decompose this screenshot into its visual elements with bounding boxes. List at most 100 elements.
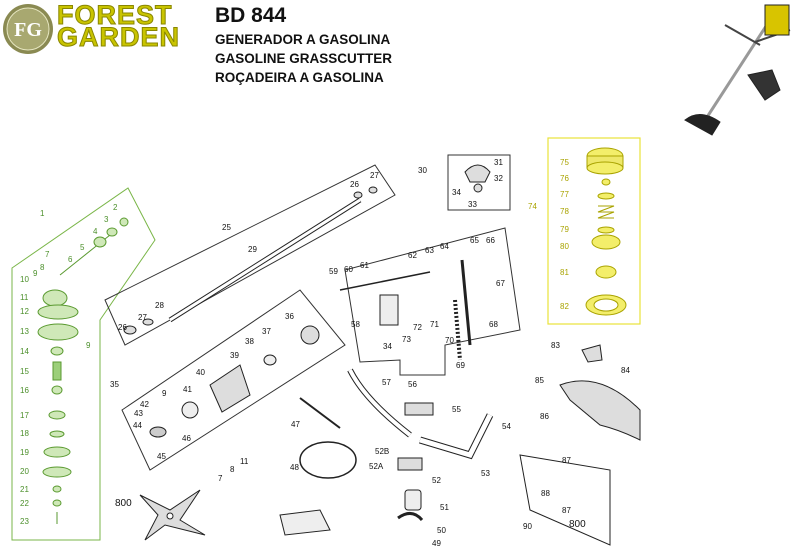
label-part-23: 23 [20,517,29,526]
label-part-34a: 34 [452,188,461,197]
label-part-67: 67 [496,279,505,288]
brand-wordmark: FOREST GARDEN [56,1,181,52]
label-part-19: 19 [20,448,29,457]
label-part-27a: 27 [370,171,379,180]
label-part-40: 40 [196,368,205,377]
label-part-50: 50 [437,526,446,535]
label-part-52: 52 [432,476,441,485]
label-part-7: 7 [45,250,50,259]
label-part-52b: 52B [375,447,389,456]
clutch-group [121,289,346,471]
label-part-10: 10 [20,275,29,284]
label-part-41: 41 [183,385,192,394]
label-part-9: 9 [33,269,38,278]
label-part-6: 6 [68,255,73,264]
label-part-33: 33 [468,200,477,209]
label-part-87a: 87 [562,456,571,465]
brand-line2: GARDEN [56,22,181,52]
label-part-8b: 8 [230,465,235,474]
label-part-14: 14 [20,347,29,356]
label-part-48: 48 [290,463,299,472]
label-part-11b: 11 [240,457,249,466]
label-part-70: 70 [445,336,454,345]
label-part-62: 62 [408,251,417,260]
label-part-1: 1 [40,209,45,218]
yellow-parts-group [547,137,641,325]
label-part-7b: 7 [218,474,223,483]
label-part-65: 65 [470,236,479,245]
label-part-83: 83 [551,341,560,350]
label-part-9c: 9 [162,389,167,398]
label-part-59: 59 [329,267,338,276]
label-part-3: 3 [104,215,109,224]
label-part-55: 55 [452,405,461,414]
label-part-80: 80 [560,242,569,251]
title-spanish: GENERADOR A GASOLINA [215,32,391,47]
label-part-20: 20 [20,467,29,476]
label-part-15: 15 [20,367,29,376]
label-part-18: 18 [20,429,29,438]
label-part-32: 32 [494,174,503,183]
label-part-22: 22 [20,499,29,508]
part-number-labels: 1 2 3 4 5 6 7 8 9 10 11 12 13 14 15 16 1… [20,158,630,548]
label-part-42: 42 [140,400,149,409]
label-part-85: 85 [535,376,544,385]
label-part-54: 54 [502,422,511,431]
label-part-88: 88 [541,489,550,498]
label-part-81: 81 [560,268,569,277]
label-part-4: 4 [93,227,98,236]
label-part-64: 64 [440,242,449,251]
label-part-11: 11 [20,293,29,302]
label-part-37: 37 [262,327,271,336]
label-part-46: 46 [182,434,191,443]
label-part-45: 45 [157,452,166,461]
brand-logo-emblem: FG [3,4,53,54]
label-part-61: 61 [360,261,369,270]
label-part-34b: 34 [383,342,392,351]
label-part-53: 53 [481,469,490,478]
product-titles: GENERADOR A GASOLINA GASOLINE GRASSCUTTE… [215,30,392,87]
label-part-82: 82 [560,302,569,311]
title-english: GASOLINE GRASSCUTTER [215,51,393,66]
label-part-8: 8 [40,263,45,272]
label-part-36: 36 [285,312,294,321]
label-part-30: 30 [418,166,427,175]
label-part-49: 49 [432,539,441,548]
label-part-800a: 800 [115,498,132,509]
label-part-77: 77 [560,190,569,199]
throttle-part-box [447,154,511,211]
label-part-26a: 26 [350,180,359,189]
label-part-86: 86 [540,412,549,421]
label-part-12: 12 [20,307,29,316]
label-part-71: 71 [430,320,439,329]
label-part-69: 69 [456,361,465,370]
label-part-13: 13 [20,327,29,336]
label-part-72: 72 [413,323,422,332]
label-part-73: 73 [402,335,411,344]
label-part-28: 28 [155,301,164,310]
label-part-90: 90 [523,522,532,531]
label-part-31: 31 [494,158,503,167]
label-part-25: 25 [222,223,231,232]
label-part-47: 47 [291,420,300,429]
label-part-58: 58 [351,320,360,329]
label-part-66: 66 [486,236,495,245]
label-part-52a: 52A [369,462,384,471]
logo-monogram: FG [14,19,42,41]
label-part-21: 21 [20,485,29,494]
label-part-39: 39 [230,351,239,360]
gearhead-group [11,187,156,541]
label-part-9b: 9 [86,341,91,350]
label-part-44: 44 [133,421,142,430]
label-part-75: 75 [560,158,569,167]
title-portuguese: ROÇADEIRA A GASOLINA [215,70,384,85]
label-part-2: 2 [113,203,118,212]
label-part-29: 29 [248,245,257,254]
label-part-57: 57 [382,378,391,387]
label-part-84: 84 [621,366,630,375]
label-part-76: 76 [560,174,569,183]
label-part-60: 60 [344,265,353,274]
label-part-16: 16 [20,386,29,395]
label-part-74: 74 [528,202,537,211]
